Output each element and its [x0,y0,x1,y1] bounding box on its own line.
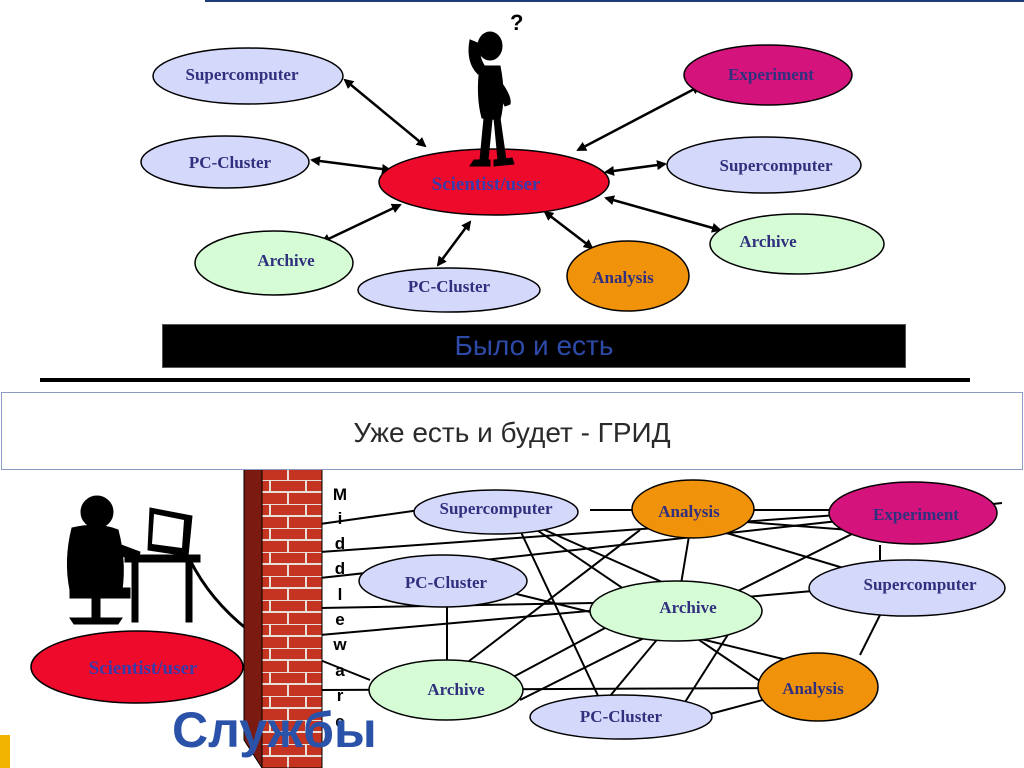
services-label: Службы [172,702,377,758]
middleware-letter: l [338,585,343,604]
middleware-letter: d [335,559,345,578]
middleware-letter: r [337,686,344,705]
node-label: Archive [257,251,315,270]
node-label: Analysis [658,502,720,521]
node-label: Supercomputer [863,575,976,594]
node-label: Supercomputer [719,156,832,175]
bottom-diagram: Supercomputer Analysis Experiment PC-Clu… [30,465,1006,768]
grid-node-pc-cluster-1: PC-Cluster [358,554,528,608]
svg-text:?: ? [510,10,523,35]
grid-node-scientist: Scientist/user [30,630,244,704]
node-label: Analysis [782,679,844,698]
grid-caption-box: Уже есть и будет - ГРИД [1,392,1023,470]
top-node-experiment: Experiment [683,44,853,106]
node-label: Scientist/user [432,174,541,195]
top-node-supercomputer-left: Supercomputer [152,47,344,105]
node-label: Supercomputer [185,65,298,84]
top-node-pc-cluster-left: PC-Cluster [140,135,310,189]
top-node-supercomputer-right: Supercomputer [666,136,862,194]
top-node-archive-left: Archive [194,230,354,296]
corner-accent [0,735,10,768]
top-accent-line [205,0,1024,2]
middleware-letter: e [335,712,344,731]
node-label: PC-Cluster [405,573,488,592]
middleware-letter: e [335,610,344,629]
grid-node-experiment: Experiment [828,481,998,545]
top-node-analysis: Analysis [566,240,690,312]
top-arrows [310,78,722,267]
middleware-letter: w [332,635,347,654]
top-node-archive-right: Archive [709,213,885,275]
node-label: Archive [659,598,717,617]
middleware-letter: d [335,534,345,553]
grid-node-supercomputer-2: Supercomputer [808,559,1006,617]
thinking-person-icon: ? [468,10,523,167]
node-label: Analysis [592,268,654,287]
grid-node-supercomputer-1: Supercomputer [413,489,579,535]
top-diagram: Supercomputer PC-Cluster Archive PC-Clus… [140,10,885,313]
node-label: PC-Cluster [189,153,272,172]
grid-node-analysis-1: Analysis [631,479,755,539]
node-label: Archive [427,680,485,699]
divider-line [40,378,970,382]
node-label: Archive [739,232,797,251]
top-node-scientist: Scientist/user [378,148,610,216]
middleware-letter: i [338,509,343,528]
node-label: PC-Cluster [408,277,491,296]
node-label: Supercomputer [439,499,552,518]
middleware-label: M i d d l e w a r e [332,485,347,731]
node-label: Scientist/user [89,658,198,679]
grid-node-analysis-2: Analysis [757,652,879,722]
grid-node-archive-1: Archive [589,580,763,642]
node-label: Experiment [873,505,959,524]
node-label: PC-Cluster [580,707,663,726]
user-at-computer-icon [66,495,249,632]
was-and-is-banner: Было и есть [162,324,906,368]
middleware-letter: M [333,485,347,504]
grid-node-archive-2: Archive [368,659,524,721]
top-node-pc-cluster-bottom: PC-Cluster [357,267,541,313]
middleware-letter: a [335,661,345,680]
node-label: Experiment [728,65,814,84]
grid-node-pc-cluster-2: PC-Cluster [529,694,713,740]
